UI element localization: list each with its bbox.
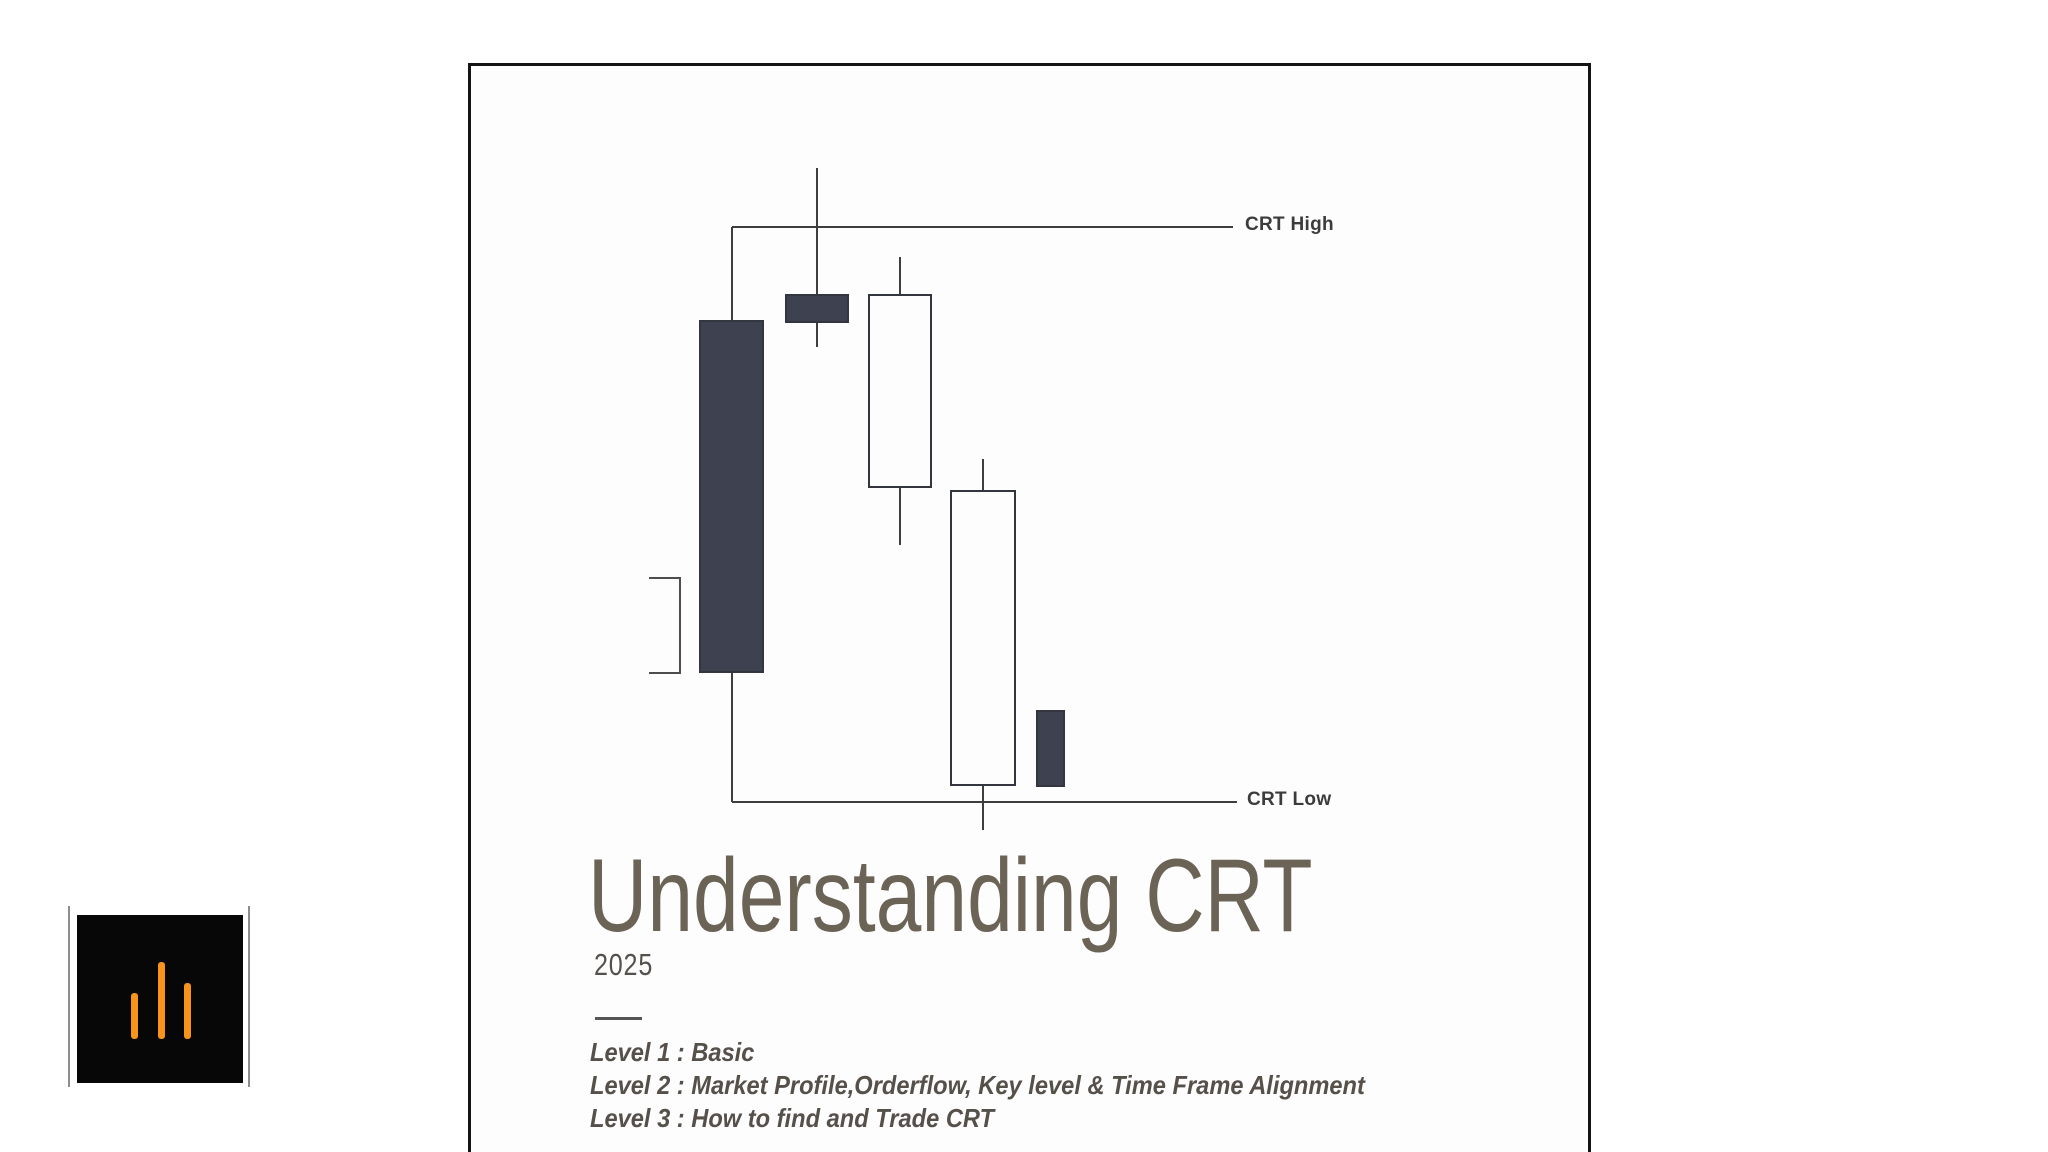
slide-panel <box>468 63 1591 1152</box>
crt-low-line <box>732 801 1237 803</box>
candle-4-lower-wick <box>982 786 984 830</box>
candle-1-lower-wick <box>731 673 733 802</box>
candle-4-upper-wick <box>982 459 984 490</box>
level-list: Level 1 : Basic Level 2 : Market Profile… <box>590 1036 1365 1135</box>
year-subtitle: 2025 <box>594 947 654 982</box>
candle-1-body <box>699 320 764 673</box>
crt-high-line <box>732 226 1233 228</box>
brand-logo-chart-bars-icon <box>77 915 243 1083</box>
crt-low-label: CRT Low <box>1247 789 1332 810</box>
candle-2-body <box>785 294 849 323</box>
logo-bar-1 <box>131 993 138 1039</box>
level-2-line: Level 2 : Market Profile,Orderflow, Key … <box>590 1070 1365 1100</box>
candle-5-body <box>1036 710 1065 787</box>
candle-4-body <box>950 490 1016 786</box>
logo-bar-3 <box>184 983 191 1039</box>
divider-line <box>595 1017 642 1020</box>
crt-candlestick-diagram: CRT High CRT Low <box>640 150 1380 850</box>
level-3-line: Level 3 : How to find and Trade CRT <box>590 1103 995 1133</box>
page-title: Understanding CRT <box>588 838 1313 954</box>
candle-2-upper-wick <box>816 168 818 294</box>
logo-frame-left <box>68 906 70 1087</box>
candle-2-lower-wick <box>816 323 818 347</box>
logo-bar-2 <box>158 962 165 1039</box>
candle-1-upper-wick <box>731 227 733 320</box>
level-1-line: Level 1 : Basic <box>590 1037 755 1067</box>
candle-3-lower-wick <box>899 488 901 545</box>
candle-3-upper-wick <box>899 257 901 294</box>
candle-3-body <box>868 294 932 488</box>
body-range-bracket <box>649 577 681 674</box>
crt-high-label: CRT High <box>1245 214 1334 235</box>
logo-frame-right <box>248 906 250 1087</box>
